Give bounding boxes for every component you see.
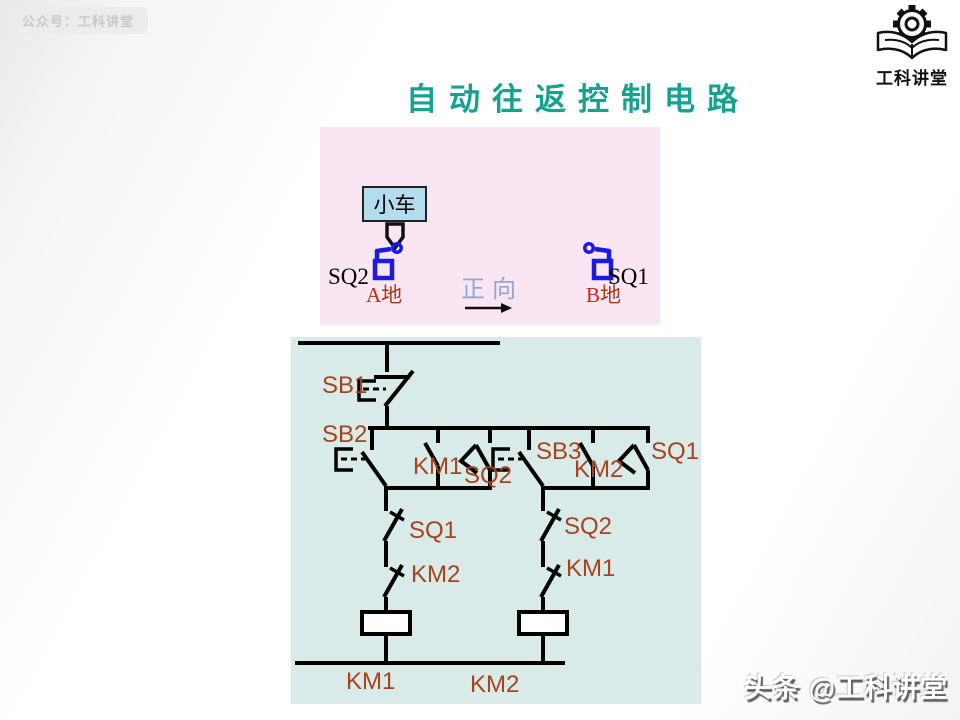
km2-nc-label: KM2 [411,561,461,588]
sb2-label: SB2 [322,421,368,448]
direction-label: 正向 [461,277,523,303]
sb3-reverse-start-button-symbol [491,428,545,488]
right-limit-switch-icon [583,242,614,281]
km2-no-label: KM2 [574,456,624,483]
circuit-schematic [295,341,650,665]
sb2-forward-start-button-symbol [334,428,388,488]
place-b-suffix: 地 [600,283,622,307]
sq2-no-label: SQ2 [464,462,513,489]
sq1-nc-contact-symbol [382,498,405,542]
km1-nc-contact-symbol [539,541,562,598]
km1-coil-symbol [360,610,412,636]
sq2-nc-contact-symbol [539,498,562,542]
place-b-label: B地 [586,279,621,309]
right-limit-switch-label: SQ1 [608,264,649,289]
place-b-letter: B [586,283,601,307]
brand-logo: 工科讲堂 [868,2,956,94]
place-a-letter: A [366,283,382,307]
gear-book-icon [876,5,948,60]
cart-label: 小车 [373,193,416,217]
km1-coil-label: KM1 [346,668,396,695]
km2-coil-label: KM2 [470,671,520,698]
sq1-no-label: SQ1 [651,438,700,465]
left-limit-switch-label: SQ2 [328,264,369,289]
km2-coil-symbol [517,610,569,636]
sb3-label: SB3 [536,438,582,465]
channel-badge: 公众号：工科讲堂 [8,7,148,34]
brand-logo-text: 工科讲堂 [876,69,948,88]
km1-nc-label: KM1 [566,555,616,582]
place-a-label: A地 [366,279,402,309]
sq2-nc-label: SQ2 [564,513,613,540]
left-limit-switch-icon [372,242,403,281]
sb1-label: SB1 [322,372,368,399]
cart-box: 小车 [362,186,427,222]
sq1-no-limit-contact-symbol [616,428,650,490]
km1-no-label: KM1 [413,453,463,480]
km2-nc-contact-symbol [382,541,405,598]
page-title: 自动往返控制电路 [406,82,750,117]
direction-arrow-icon [465,303,512,313]
sq1-nc-label: SQ1 [409,517,458,544]
watermark-text: 头条 @工科讲堂 [744,673,948,703]
channel-badge-text: 公众号：工科讲堂 [21,14,134,29]
motion-diagram-panel: 小车 SQ2 A地 正向 SQ1 B地 [320,127,660,325]
place-a-suffix: 地 [381,283,403,307]
circuit-panel [291,337,701,704]
